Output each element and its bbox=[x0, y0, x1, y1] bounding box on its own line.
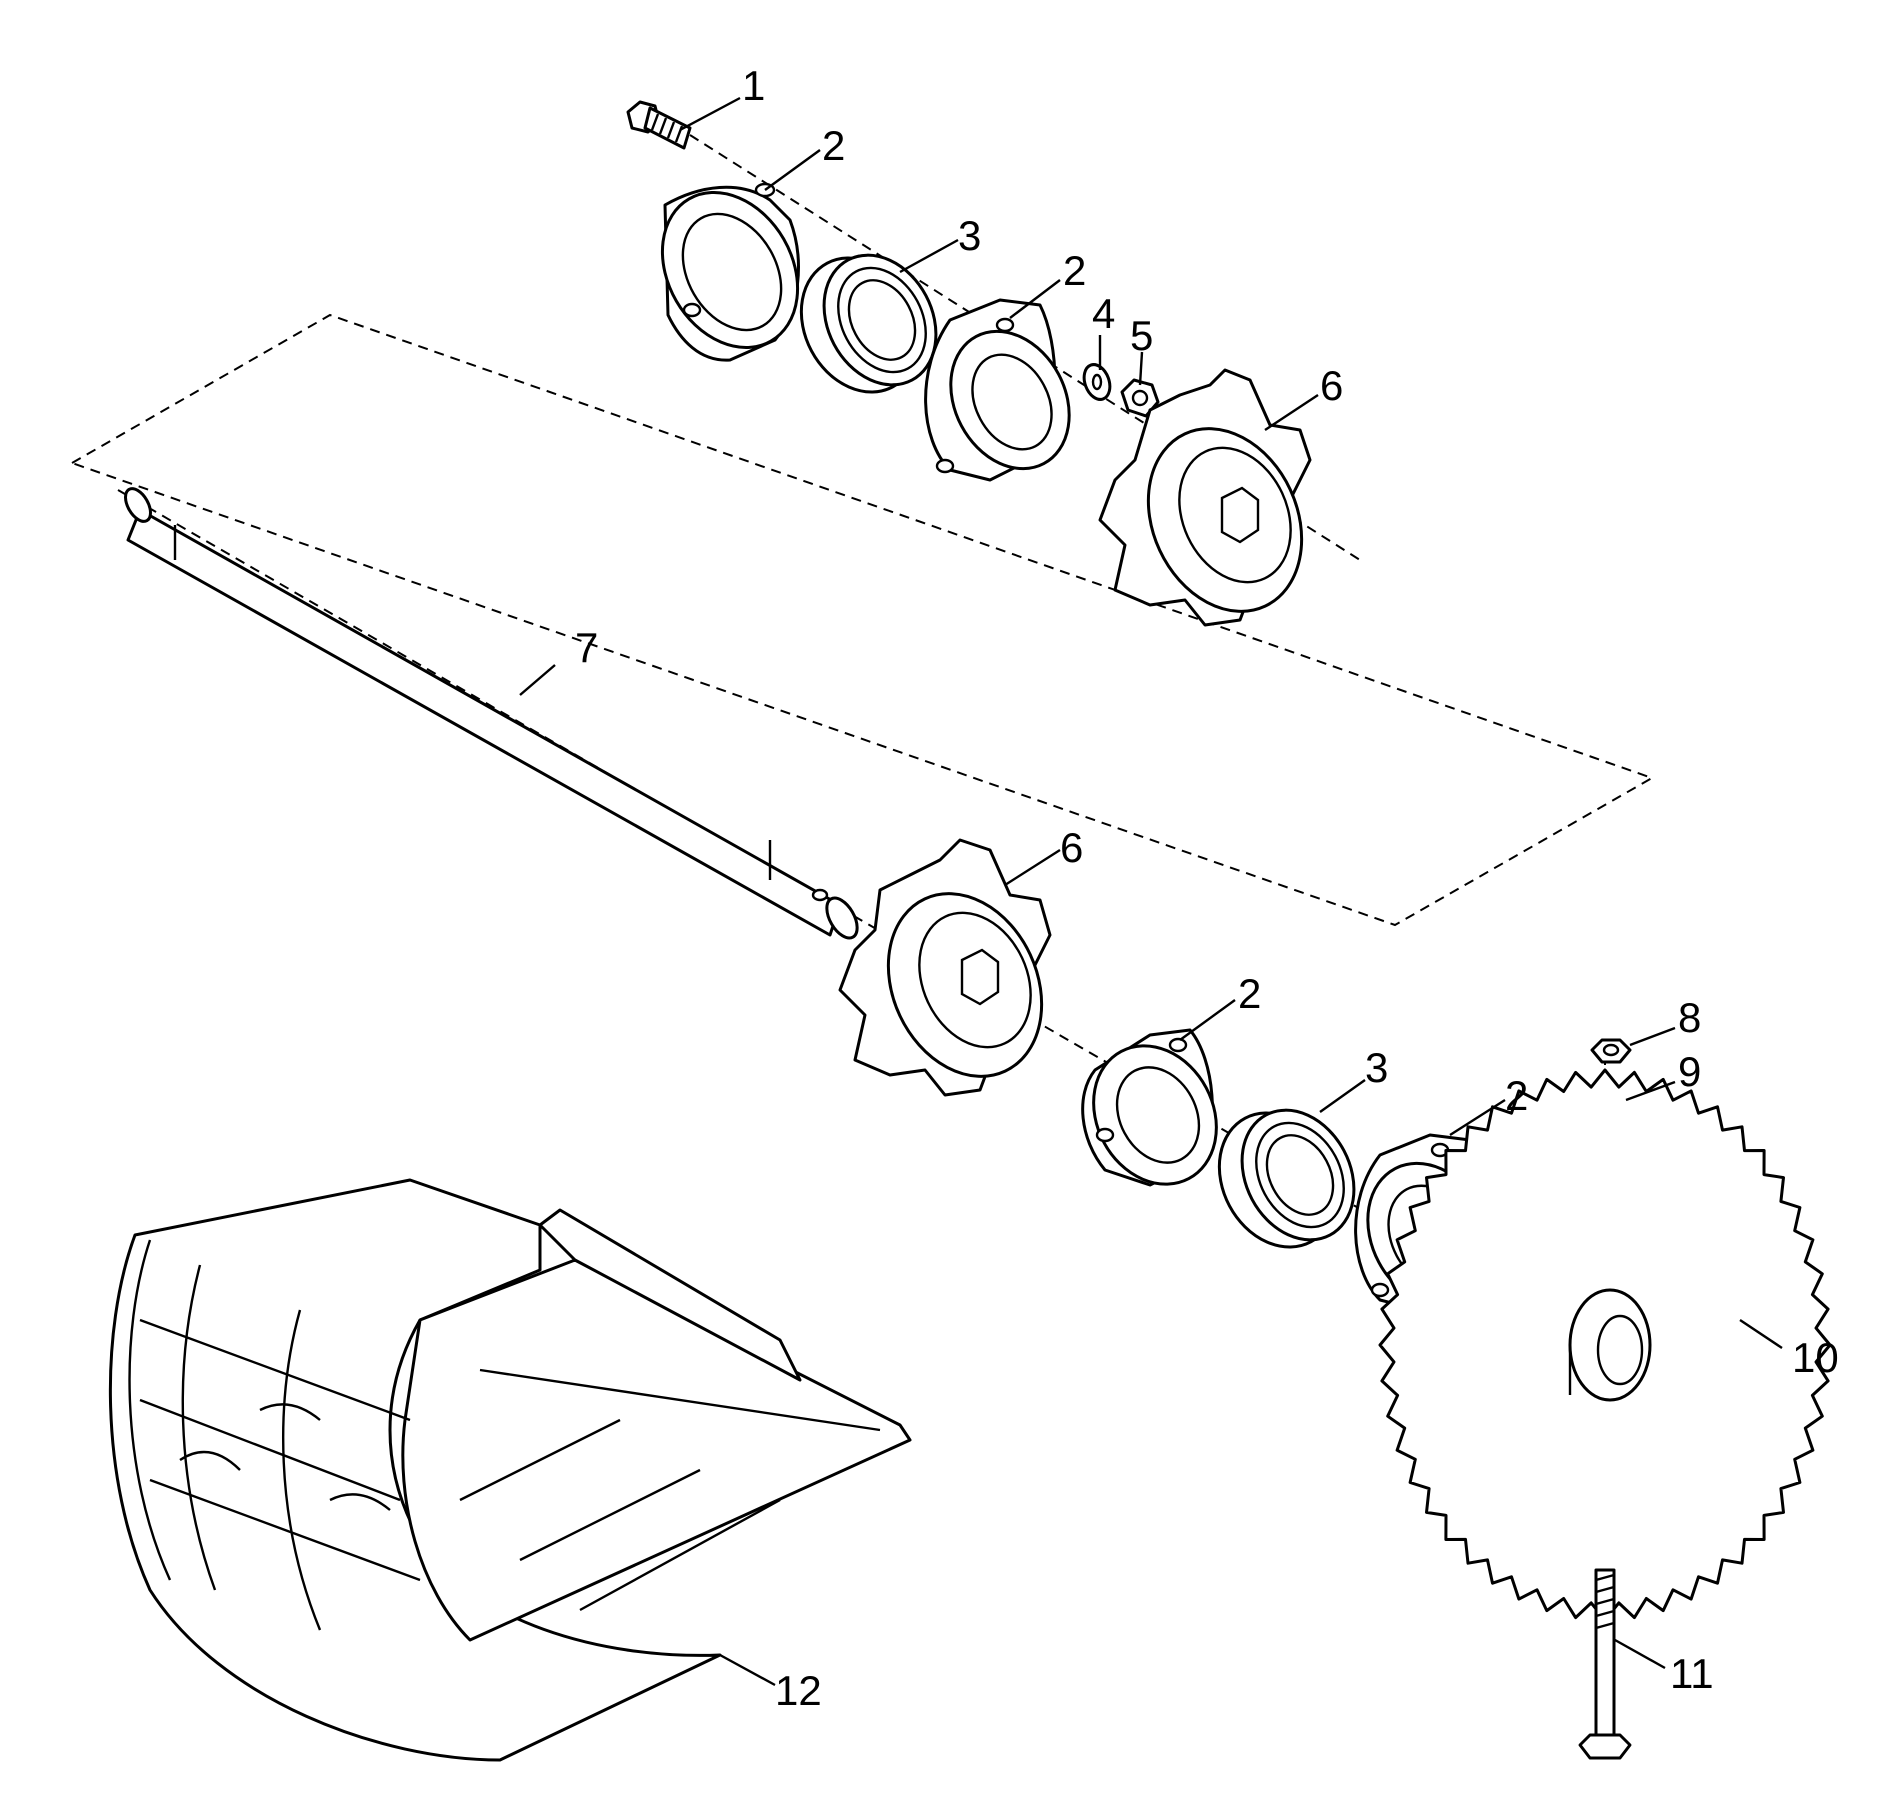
callout-2: 2 bbox=[1505, 1072, 1528, 1119]
drive-shaft bbox=[124, 487, 859, 940]
callout-3: 3 bbox=[958, 212, 981, 259]
callout-1: 1 bbox=[742, 62, 765, 109]
callout-2: 2 bbox=[1063, 247, 1086, 294]
callout-11: 11 bbox=[1670, 1650, 1714, 1697]
callout-2: 2 bbox=[822, 122, 845, 169]
flange-bearing-housing bbox=[924, 298, 1071, 482]
washer bbox=[1082, 363, 1112, 401]
callout-6: 6 bbox=[1060, 824, 1083, 871]
callout-10: 10 bbox=[1792, 1334, 1839, 1381]
chain-sprocket bbox=[1378, 1068, 1832, 1622]
callout-5: 5 bbox=[1130, 312, 1153, 359]
callout-9: 9 bbox=[1678, 1048, 1701, 1095]
callout-8: 8 bbox=[1678, 994, 1701, 1041]
callout-leaders bbox=[519, 96, 1783, 1687]
rubber-track bbox=[108, 1178, 912, 1762]
flange-bolt bbox=[626, 100, 692, 150]
drive-sprocket bbox=[838, 838, 1052, 1097]
hex-nut bbox=[1590, 1038, 1632, 1064]
callout-7: 7 bbox=[575, 624, 598, 671]
ball-bearing bbox=[799, 253, 938, 394]
callout-6: 6 bbox=[1320, 362, 1343, 409]
ball-bearing bbox=[1217, 1108, 1356, 1249]
lock-nut bbox=[1120, 378, 1160, 418]
callout-12: 12 bbox=[775, 1667, 822, 1714]
callout-2: 2 bbox=[1238, 970, 1261, 1017]
flange-bearing-housing bbox=[660, 182, 800, 362]
drive-sprocket bbox=[1098, 368, 1312, 627]
callout-4: 4 bbox=[1092, 290, 1115, 337]
hex-bolt bbox=[1578, 1568, 1632, 1760]
flange-bearing-housing bbox=[1081, 1028, 1218, 1187]
callout-labels: 1 2 3 2 4 5 6 7 6 2 8 3 9 2 10 11 12 bbox=[575, 62, 1839, 1714]
callout-3: 3 bbox=[1365, 1044, 1388, 1091]
